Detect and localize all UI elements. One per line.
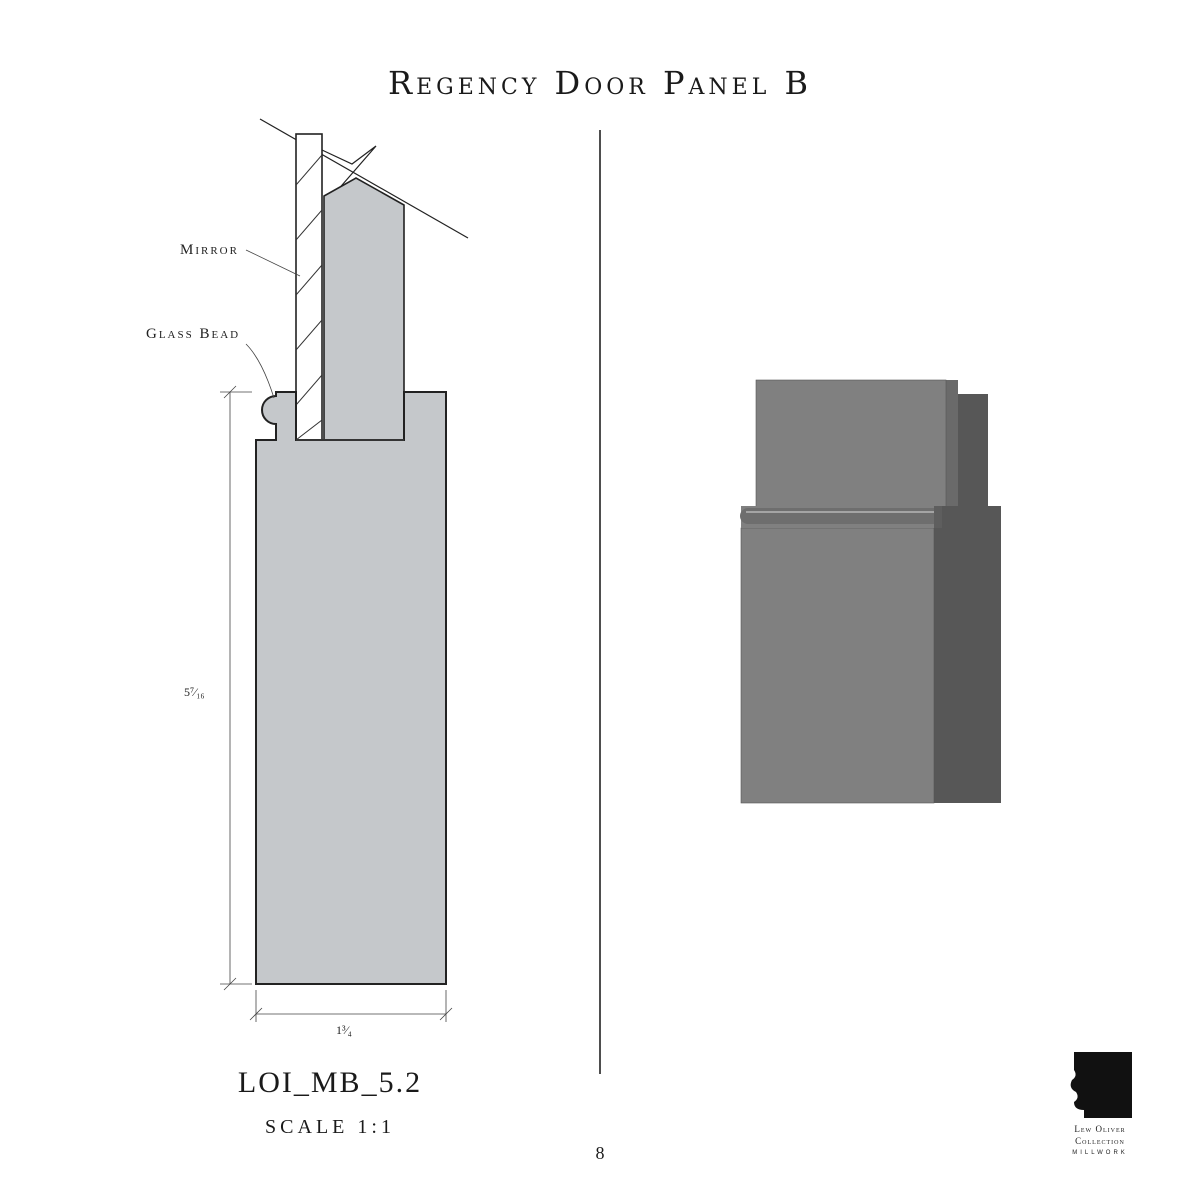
profile-render <box>740 379 1001 804</box>
break-line-upper <box>259 118 469 239</box>
logo-name: Lew Oliver <box>1074 1124 1126 1134</box>
mirror-label: Mirror <box>180 242 239 258</box>
width-dimension-label: 1³⁄₄ <box>336 1023 352 1037</box>
brand-logo-icon <box>1070 1052 1132 1118</box>
mirror-leader <box>245 249 301 277</box>
panel-section <box>323 177 405 441</box>
logo-millwork: MILLWORK <box>1072 1150 1128 1156</box>
render-glass-bead <box>740 508 942 524</box>
mirror-glass <box>295 133 323 441</box>
page-title: Regency Door Panel B <box>387 64 813 102</box>
page-number: 8 <box>595 1143 605 1163</box>
logo-collection: Collection <box>1075 1136 1125 1146</box>
glass-bead-label: Glass Bead <box>146 326 240 342</box>
glass-bead-leader <box>245 343 275 399</box>
stile-profile <box>255 391 447 985</box>
height-dimension-label: 5⁷⁄₁₆ <box>184 685 205 699</box>
width-dimension <box>249 990 453 1022</box>
part-number: LOI_MB_5.2 <box>237 1066 423 1099</box>
scale-label: SCALE 1:1 <box>265 1116 395 1138</box>
height-dimension <box>220 385 252 991</box>
